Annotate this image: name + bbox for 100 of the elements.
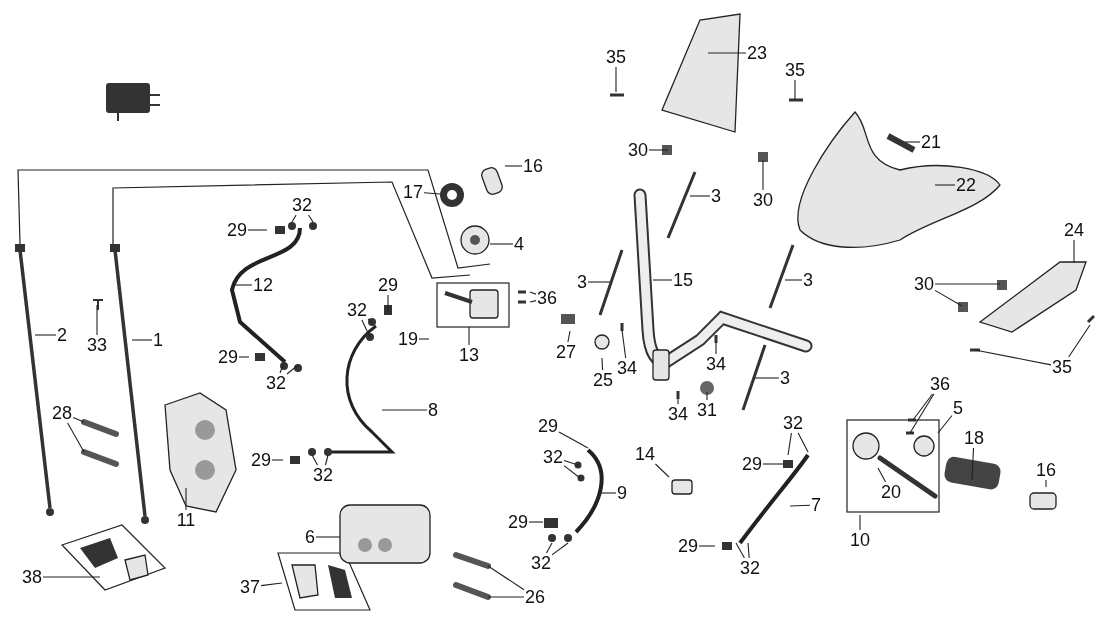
callout-number: 29 bbox=[250, 450, 272, 470]
leader-line bbox=[707, 52, 747, 54]
leader-line bbox=[934, 289, 963, 307]
leader-line bbox=[787, 432, 792, 456]
callout-number: 22 bbox=[955, 175, 977, 195]
callout-number: 20 bbox=[880, 482, 902, 502]
callout-number: 27 bbox=[555, 342, 577, 362]
leader-line bbox=[286, 364, 299, 375]
callout-number: 29 bbox=[537, 416, 559, 436]
callout-number: 18 bbox=[963, 428, 985, 448]
leader-line bbox=[315, 536, 341, 538]
leader-line bbox=[971, 447, 975, 481]
callout-number: 32 bbox=[265, 373, 287, 393]
callout-number: 10 bbox=[849, 530, 871, 550]
callout-number: 3 bbox=[710, 186, 722, 206]
leader-line bbox=[387, 294, 389, 313]
leader-line bbox=[904, 141, 921, 143]
leader-line bbox=[677, 397, 679, 405]
leader-line bbox=[279, 362, 285, 374]
callout-number: 2 bbox=[56, 325, 68, 345]
callout-number: 29 bbox=[741, 454, 763, 474]
leader-line bbox=[185, 487, 187, 511]
leader-line bbox=[563, 465, 581, 479]
callout-number: 34 bbox=[705, 354, 727, 374]
callout-number: 32 bbox=[346, 300, 368, 320]
leader-line bbox=[381, 409, 428, 411]
leader-line bbox=[34, 334, 57, 336]
leader-line bbox=[747, 542, 750, 559]
callout-number: 33 bbox=[86, 335, 108, 355]
callout-number: 32 bbox=[782, 413, 804, 433]
callout-number: 8 bbox=[427, 400, 439, 420]
callout-number: 16 bbox=[522, 156, 544, 176]
callout-number: 32 bbox=[530, 553, 552, 573]
leader-line bbox=[762, 159, 764, 191]
leader-line bbox=[789, 504, 811, 507]
callout-number: 35 bbox=[1051, 357, 1073, 377]
callout-number: 38 bbox=[21, 567, 43, 587]
callout-number: 25 bbox=[592, 370, 614, 390]
leader-line bbox=[247, 229, 268, 231]
callout-number: 29 bbox=[377, 275, 399, 295]
leader-line bbox=[487, 565, 525, 591]
leader-line bbox=[563, 459, 579, 466]
leader-line bbox=[784, 279, 803, 281]
callout-number: 35 bbox=[605, 47, 627, 67]
callout-number: 19 bbox=[397, 329, 419, 349]
callout-number: 11 bbox=[175, 510, 197, 530]
callout-number: 23 bbox=[746, 43, 768, 63]
leader-line bbox=[67, 422, 85, 453]
callout-number: 12 bbox=[252, 275, 274, 295]
leader-line bbox=[934, 184, 956, 186]
leader-line bbox=[96, 304, 98, 336]
leader-line bbox=[311, 454, 319, 466]
callout-number: 34 bbox=[616, 358, 638, 378]
callout-number: 15 bbox=[672, 270, 694, 290]
leader-line bbox=[735, 542, 745, 559]
callout-number: 30 bbox=[627, 140, 649, 160]
callout-number: 17 bbox=[402, 182, 424, 202]
leader-line bbox=[418, 338, 430, 340]
leader-line bbox=[698, 545, 716, 547]
leader-line bbox=[489, 243, 514, 245]
leader-line bbox=[974, 349, 1052, 366]
callout-number: 9 bbox=[616, 483, 628, 503]
leader-line bbox=[912, 393, 934, 421]
leader-line bbox=[615, 66, 617, 93]
leader-line bbox=[307, 214, 314, 223]
callout-number: 35 bbox=[784, 60, 806, 80]
leader-line bbox=[877, 467, 887, 483]
callout-number: 6 bbox=[304, 527, 316, 547]
leader-line bbox=[551, 542, 569, 556]
callout-number: 37 bbox=[239, 577, 261, 597]
leader-line bbox=[72, 416, 85, 423]
leader-line bbox=[689, 195, 711, 197]
leader-line bbox=[754, 377, 780, 379]
callout-number: 28 bbox=[51, 403, 73, 423]
leader-line bbox=[648, 149, 669, 151]
callout-number: 36 bbox=[929, 374, 951, 394]
callout-number: 1 bbox=[152, 330, 164, 350]
leader-line bbox=[423, 192, 441, 195]
leader-line bbox=[487, 596, 525, 598]
leader-line bbox=[706, 391, 708, 401]
leader-line bbox=[587, 281, 611, 283]
leader-line bbox=[291, 214, 297, 223]
callout-number: 16 bbox=[1035, 460, 1057, 480]
callout-number: 7 bbox=[810, 495, 822, 515]
callout-number: 32 bbox=[291, 195, 313, 215]
leader-line bbox=[367, 318, 373, 323]
callout-number: 34 bbox=[667, 404, 689, 424]
leader-line bbox=[937, 414, 953, 434]
leader-line bbox=[558, 431, 589, 449]
leader-line bbox=[324, 454, 329, 466]
leader-line bbox=[260, 582, 283, 587]
callout-number: 32 bbox=[542, 447, 564, 467]
leader-line bbox=[797, 432, 809, 453]
callout-number: 31 bbox=[696, 400, 718, 420]
callout-number: 32 bbox=[312, 465, 334, 485]
leader-line bbox=[528, 521, 544, 523]
leader-line bbox=[654, 463, 670, 478]
callout-number: 24 bbox=[1063, 220, 1085, 240]
leader-line bbox=[361, 319, 371, 338]
leader-line bbox=[652, 279, 673, 281]
